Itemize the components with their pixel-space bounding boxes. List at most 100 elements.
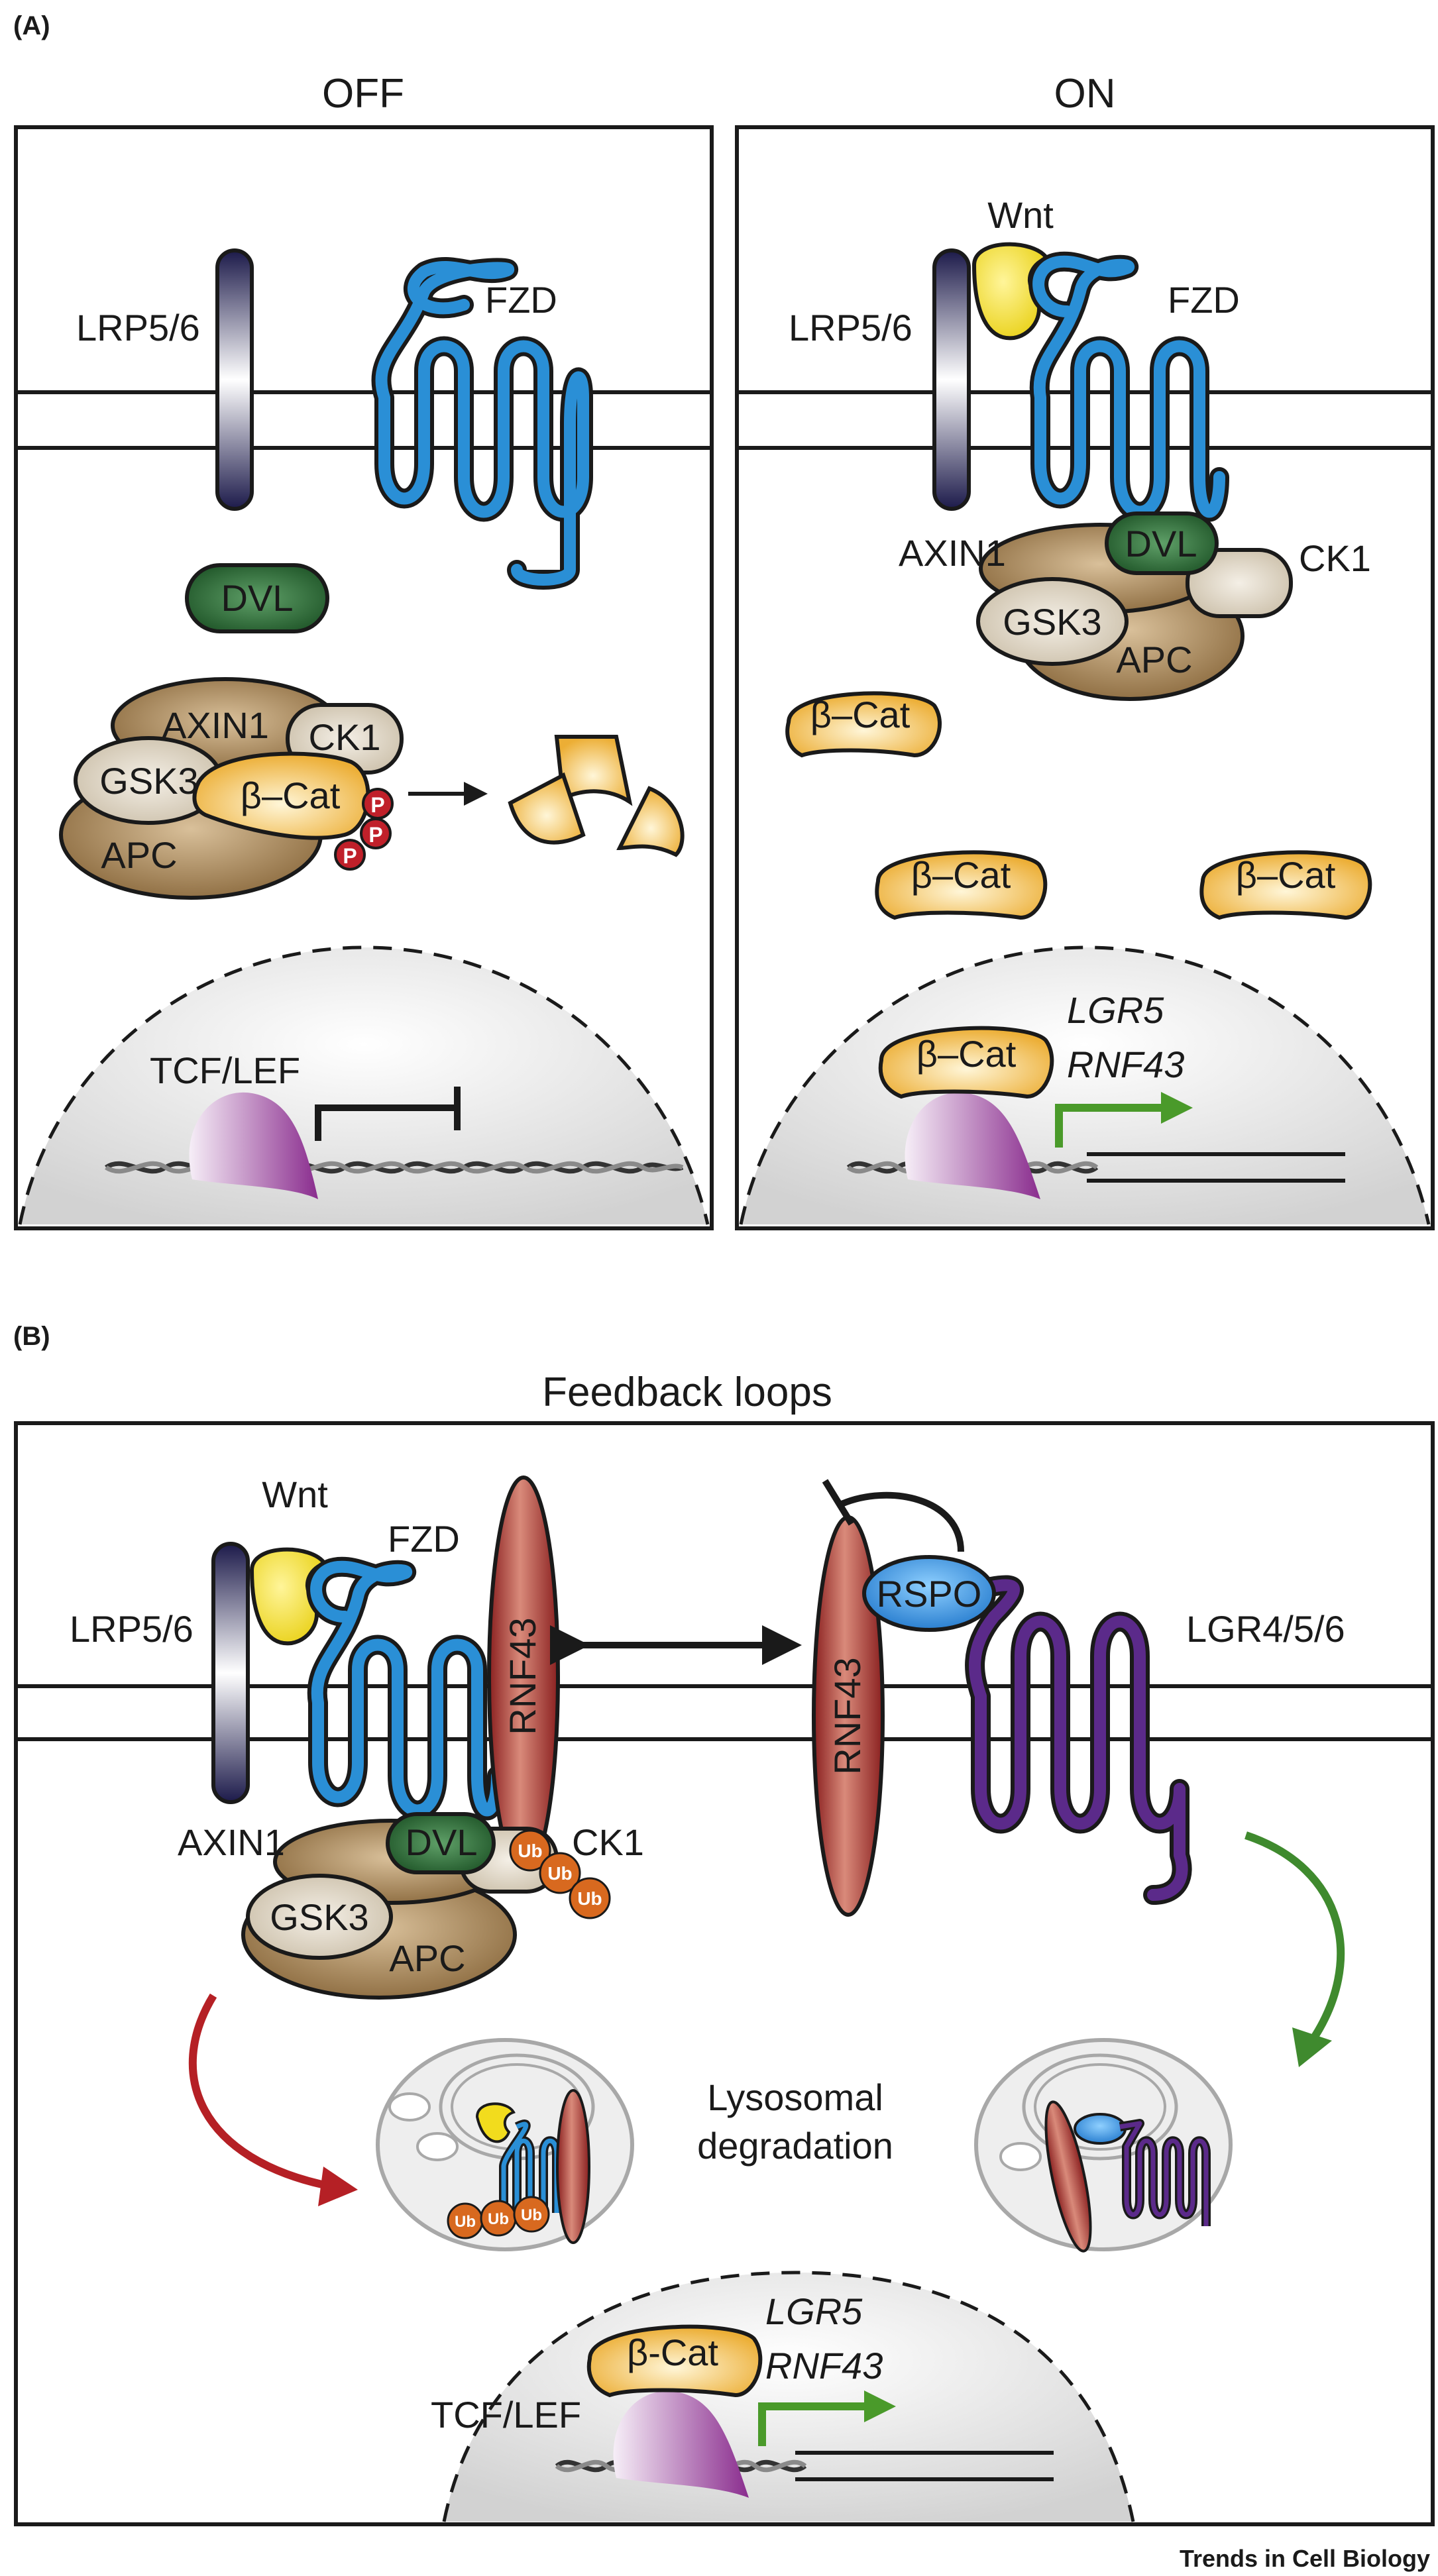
b-axin-label: AXIN1	[178, 1821, 285, 1863]
on-gene-2: RNF43	[1067, 1044, 1184, 1085]
on-title: ON	[1054, 71, 1116, 117]
ubiquitin-label: Ub	[577, 1888, 602, 1909]
b-apc-label: APC	[389, 1937, 465, 1979]
fzd-receptor	[371, 256, 593, 590]
off-gsk3-label: GSK3	[99, 760, 198, 802]
phospho-label: P	[368, 823, 382, 847]
b-rnf43-left-label: RNF43	[502, 1617, 543, 1735]
dvl-protein	[1105, 511, 1219, 575]
beta-catenin-nuclear	[586, 2324, 763, 2398]
beta-catenin	[1199, 850, 1372, 920]
beta-catenin	[875, 850, 1048, 920]
on-bcat-free-3-label: β–Cat	[1236, 854, 1336, 896]
b-lrp-label: LRP5/6	[70, 1608, 194, 1650]
on-axin-label: AXIN1	[899, 532, 1006, 574]
left-degradation-arrow	[188, 1993, 333, 2190]
phospho-badge	[360, 818, 392, 849]
dvl-protein	[386, 1812, 496, 1874]
lrp-receptor	[215, 248, 254, 511]
ubiquitin-badge	[509, 1829, 551, 1872]
rspo-ligand	[862, 1555, 996, 1632]
nuclear-envelope	[18, 945, 710, 1225]
transcription-arrow	[1055, 1104, 1165, 1148]
gsk3-protein	[246, 1874, 393, 1960]
off-axin-label: AXIN1	[162, 704, 269, 746]
on-gene-1: LGR5	[1067, 989, 1164, 1031]
on-bcat-nuclear-label: β–Cat	[916, 1033, 1017, 1075]
b-wnt-label: Wnt	[262, 1474, 328, 1515]
b-dvl-label: DVL	[406, 1821, 478, 1863]
lysosome-label-line1: Lysosomal	[707, 2076, 883, 2118]
lrp-receptor	[211, 1542, 250, 1804]
b-rspo-label: RSPO	[877, 1573, 982, 1615]
on-panel: ON LRP5/6 Wnt FZD DVL GSK3 APC AXIN1 CK1…	[735, 71, 1435, 1230]
ubiquitin-label: Ub	[547, 1863, 572, 1884]
off-panel-border	[14, 125, 714, 1230]
b-rnf43-right-label: RNF43	[826, 1657, 868, 1774]
off-ck1-label: CK1	[309, 716, 381, 758]
phospho-label: P	[370, 793, 384, 817]
lysosome-label-line2: degradation	[697, 2125, 893, 2167]
ubiquitin-label: Ub	[455, 2213, 476, 2231]
tcf-lef-factor	[189, 1092, 318, 1199]
b-fzd-label: FZD	[388, 1518, 460, 1560]
b-ck1-label: CK1	[572, 1821, 644, 1863]
ubiquitin-chain: Ub Ub Ub	[509, 1829, 611, 1919]
journal-credit: Trends in Cell Biology	[1180, 2545, 1430, 2572]
panel-a-label: (A)	[13, 11, 50, 40]
lysosome-right	[974, 2038, 1233, 2253]
rspo-inhibition-curve	[840, 1491, 964, 1552]
b-gsk3-label: GSK3	[270, 1896, 368, 1938]
lysosome-left: Ub Ub Ub	[376, 2038, 634, 2251]
on-gsk3-label: GSK3	[1003, 601, 1101, 643]
off-title: OFF	[322, 71, 404, 117]
off-lrp-label: LRP5/6	[76, 307, 200, 349]
signalosome-complex: DVL GSK3 APC	[241, 1812, 559, 2000]
gsk3-protein	[976, 577, 1129, 666]
tcf-lef-factor	[613, 2390, 749, 2498]
beta-catenin	[785, 691, 942, 758]
on-bcat-free-1-label: β–Cat	[810, 694, 911, 735]
ubiquitin-label: Ub	[488, 2210, 509, 2228]
on-dvl-label: DVL	[1125, 523, 1197, 564]
panel-b-border	[14, 1421, 1435, 2526]
b-bcat-label: β-Cat	[627, 2332, 718, 2373]
ubiquitin-badge	[569, 1877, 611, 1919]
transcription-arrowhead	[864, 2390, 896, 2422]
tcf-lef-factor	[905, 1092, 1040, 1199]
destruction-complex: P P P AXIN1 CK1 GSK3 β–Cat APC	[59, 677, 404, 900]
on-lrp-label: LRP5/6	[789, 307, 913, 349]
off-tcf-label: TCF/LEF	[150, 1049, 300, 1091]
nucleus	[20, 947, 708, 1224]
on-wnt-label: Wnt	[987, 194, 1054, 236]
ubiquitin-label: Ub	[518, 1841, 542, 1861]
dvl-protein	[185, 563, 329, 633]
transcription-arrowhead	[1161, 1092, 1193, 1124]
on-apc-label: APC	[1116, 639, 1192, 680]
panel-b-title: Feedback loops	[542, 1369, 832, 1415]
nuclear-envelope	[739, 945, 1431, 1225]
beta-catenin-nuclear	[878, 1026, 1054, 1099]
lrp-receptor	[932, 248, 971, 511]
lgr-receptor	[964, 1575, 1192, 1905]
nuclear-envelope	[442, 2271, 1135, 2522]
ubiquitin-badge	[539, 1852, 581, 1894]
beta-catenin	[192, 751, 370, 840]
phospho-label: P	[343, 844, 357, 868]
signalosome-complex: DVL GSK3 APC	[976, 511, 1293, 701]
off-panel: OFF LRP5/6 FZD DVL P P P AXIN1	[14, 71, 714, 1230]
ubiquitin-badge	[513, 2196, 550, 2233]
on-ck1-label: CK1	[1299, 537, 1371, 579]
degraded-beta-catenin-fragments	[508, 735, 685, 857]
b-gene-2: RNF43	[765, 2345, 883, 2387]
off-bcat-label: β–Cat	[241, 775, 341, 816]
b-lgr-label: LGR4/5/6	[1186, 1608, 1345, 1650]
off-fzd-label: FZD	[485, 279, 557, 321]
on-panel-border	[735, 125, 1435, 1230]
on-bcat-free-2-label: β–Cat	[911, 854, 1011, 896]
off-apc-label: APC	[101, 834, 177, 876]
phospho-badge	[334, 839, 366, 871]
fzd-receptor	[1028, 251, 1229, 522]
transcription-arrow	[758, 2402, 868, 2446]
